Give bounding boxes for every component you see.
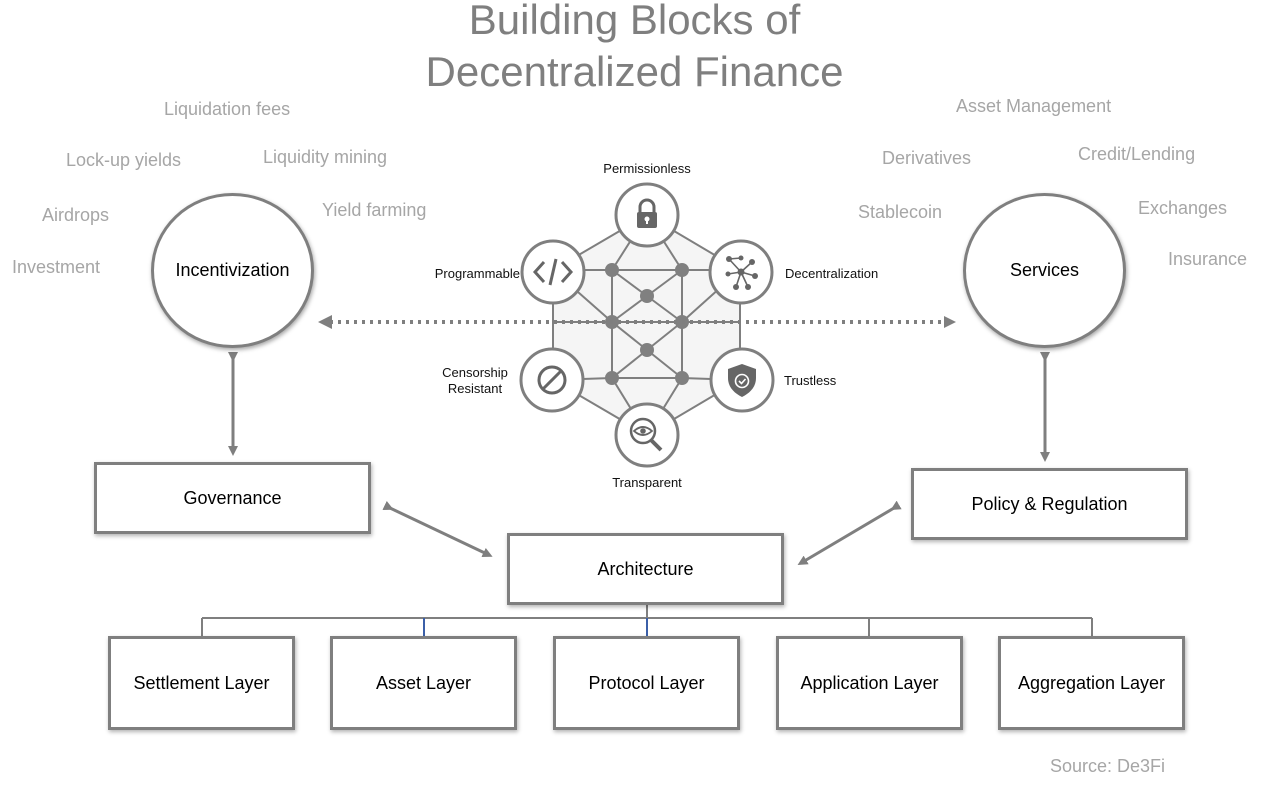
architecture-label: Architecture: [597, 558, 694, 579]
layer-label: Protocol Layer: [588, 672, 705, 693]
layer-label: Asset Layer: [375, 672, 472, 693]
tag-liquidation-fees: Liquidation fees: [164, 99, 291, 119]
tag-credit-lending: Credit/Lending: [1078, 144, 1196, 164]
layer-box-settlement: Settlement Layer: [108, 636, 295, 730]
eye-magnifier-icon: [614, 402, 680, 468]
tag-investment: Investment: [12, 257, 101, 277]
governance-architecture-arrow: [382, 500, 493, 557]
services-label: Services: [1009, 260, 1080, 280]
tag-liquidity-mining: Liquidity mining: [263, 147, 388, 167]
prohibited-icon: [519, 347, 585, 413]
layer-box-protocol: Protocol Layer: [553, 636, 740, 730]
tag-yield-farming: Yield farming: [322, 200, 427, 220]
tag-derivatives: Derivatives: [882, 148, 972, 168]
tag-insurance: Insurance: [1168, 249, 1248, 269]
lock-icon: [614, 182, 680, 248]
layer-label: Aggregation Layer: [1017, 672, 1166, 693]
shield-check-icon: [709, 347, 775, 413]
tag-asset-management: Asset Management: [956, 96, 1112, 116]
layer-box-aggregation: Aggregation Layer: [998, 636, 1185, 730]
services-circle: Services: [963, 193, 1126, 348]
tag-lock-up-yields: Lock-up yields: [66, 150, 182, 170]
tag-stablecoin: Stablecoin: [858, 202, 943, 222]
hex-mesh-nodes: [605, 263, 689, 385]
layer-label: Settlement Layer: [133, 672, 270, 693]
layer-label: Application Layer: [800, 672, 939, 693]
architecture-box: Architecture: [507, 533, 784, 605]
policy-architecture-arrow: [797, 500, 902, 566]
governance-box: Governance: [94, 462, 371, 534]
label-decentralization: Decentralization: [785, 266, 879, 281]
label-programmable: Programmable: [434, 266, 520, 281]
policy-regulation-box: Policy & Regulation: [911, 468, 1188, 540]
label-permissionless: Permissionless: [603, 161, 691, 176]
label-censorship-line1: Censorship: [442, 365, 508, 380]
tag-exchanges: Exchanges: [1138, 198, 1228, 218]
page-title-line2: Decentralized Finance: [425, 48, 844, 95]
incentivization-circle: Incentivization: [151, 193, 314, 348]
layer-box-application: Application Layer: [776, 636, 963, 730]
code-icon: [520, 239, 586, 305]
governance-label: Governance: [183, 487, 282, 508]
layer-box-asset: Asset Layer: [330, 636, 517, 730]
dotted-link-arrowhead-left: [318, 315, 332, 329]
label-censorship-line2: Resistant: [447, 381, 503, 396]
network-icon: [708, 239, 774, 305]
tag-airdrops: Airdrops: [42, 205, 110, 225]
label-transparent: Transparent: [612, 475, 682, 490]
policy-regulation-label: Policy & Regulation: [971, 493, 1128, 514]
label-censorship-resistant: Censorship Resistant: [425, 365, 525, 397]
label-trustless: Trustless: [784, 373, 837, 388]
source-note: Source: De3Fi: [1050, 756, 1166, 776]
incentivization-label: Incentivization: [175, 260, 290, 280]
layer-tree-connector-accent: [423, 618, 648, 636]
page-title-line1: Building Blocks of: [468, 0, 801, 43]
